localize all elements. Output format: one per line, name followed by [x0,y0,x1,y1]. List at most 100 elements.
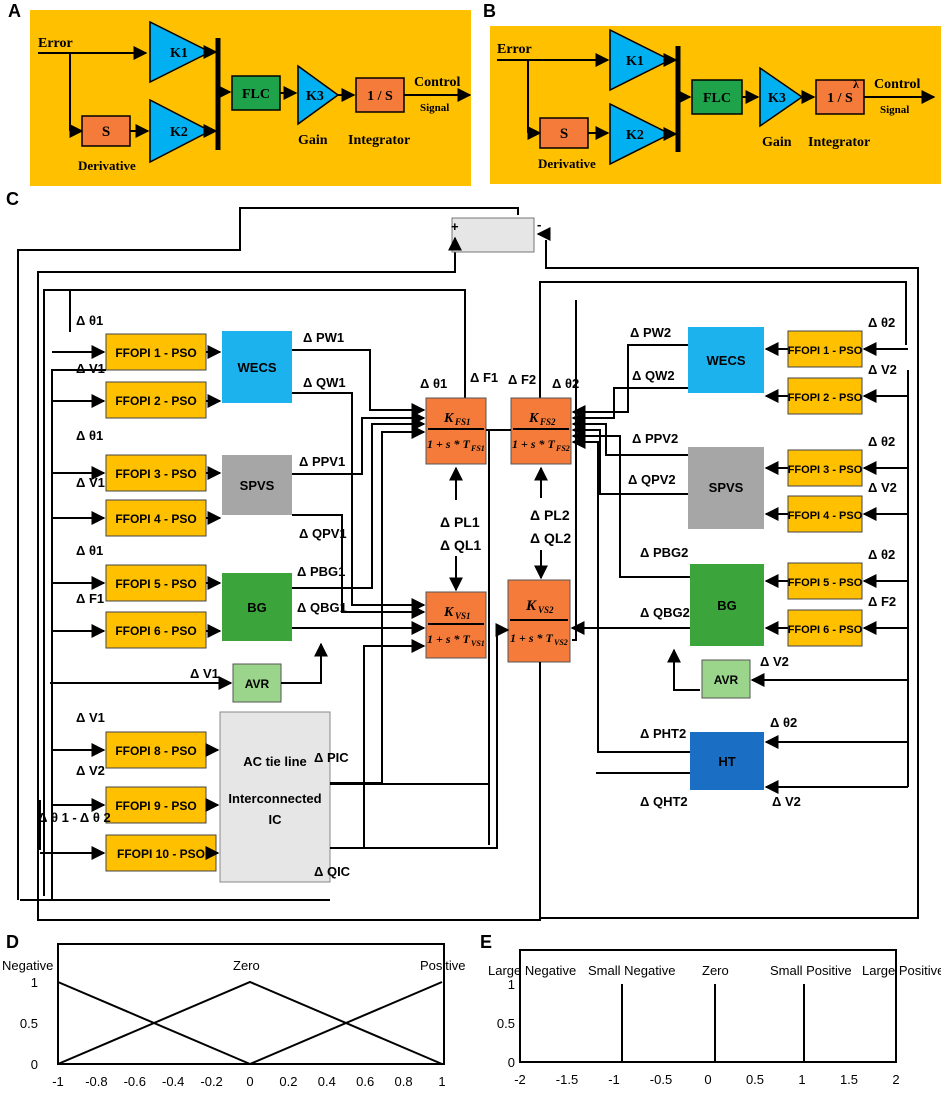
left-dqic: Δ QIC [314,864,351,879]
ffopi-right-label: FFOPI 5 - PSO [788,577,863,589]
center-df2: Δ F2 [508,372,536,387]
ffopi-left-input: Δ θ 1 - Δ θ 2 [38,810,111,825]
k2-label-b: K2 [626,128,644,143]
ffopi-left-input: Δ θ1 [76,543,103,558]
ffopi-left-input: Δ θ1 [76,313,103,328]
right-dpbg2: Δ PBG2 [640,545,688,560]
center-dpl2: Δ PL2 [530,507,570,523]
ffopi-right-input: Δ V2 [868,480,897,495]
integrator-caption-b: Integrator [808,135,870,150]
ffopi-left-input: Δ V1 [76,710,105,725]
tf-fs1-block [425,397,487,465]
avr-label-left: AVR [245,677,270,691]
derivative-caption-b: Derivative [538,156,596,171]
d-xtick-label: 0.6 [356,1074,374,1089]
ffopi-left-block [105,564,207,602]
vs1-num-sub: VS1 [455,611,471,621]
error-label-b: Error [497,42,532,57]
right-dqht2: Δ QHT2 [640,794,688,809]
signal-label-b: Signal [880,104,909,116]
fs1-den: 1 + s * T [427,437,471,451]
spvs-label-right: SPVS [709,480,744,495]
mf-positive-line [249,981,443,1065]
right-dqpv2: Δ QPV2 [628,472,676,487]
flc-label-b: FLC [703,91,731,106]
tf-fs2-block [510,397,572,465]
fs1-num-sub: FS1 [454,417,471,427]
right-dqw2: Δ QW2 [632,368,675,383]
panel-e-label: E [480,932,492,952]
ffopi-right-block [787,609,863,647]
ffopi-right-label: FFOPI 2 - PSO [788,392,863,404]
e-xtick-label: 0 [704,1072,711,1087]
ac-tie-line-text-1: AC tie line [243,754,307,769]
e-xtick-label: -0.5 [650,1072,672,1087]
fractional-integrator-label: 1 / S [827,91,853,106]
k3-gain-triangle [297,64,340,126]
ac-tie-line-text-3: IC [269,812,283,827]
ffopi-left-label: FFOPI 8 - PSO [115,744,196,758]
ffopi-left-block [105,381,207,419]
d-xtick-label: 0.4 [318,1074,336,1089]
panel-c-label: C [6,189,19,209]
ffopi-left-label: FFOPI 3 - PSO [115,467,196,481]
wecs-label-left: WECS [238,360,277,375]
ffopi-left-input: Δ V1 [76,475,105,490]
e-xtick-label: 0.5 [746,1072,764,1087]
e-ytick-label: 0 [508,1055,515,1070]
panel-e: E Large Negative Small Negative Zero Sma… [480,932,941,1087]
right-dppv2: Δ PPV2 [632,431,678,446]
ffopi-left-label: FFOPI 6 - PSO [115,624,196,638]
left-dqpv1: Δ QPV1 [299,526,347,541]
fs2-den: 1 + s * T [512,437,556,451]
bg-block-left [222,573,292,641]
right-ht-dtheta2: Δ θ2 [770,715,797,730]
e-xtick-label: -1.5 [556,1072,578,1087]
minus-sign: - [537,217,541,232]
k1-label: K1 [170,46,188,61]
d-ytick-label: 0 [31,1057,38,1072]
k2-gain-triangle-b [609,102,672,166]
ffopi-left-label: FFOPI 5 - PSO [115,577,196,591]
plus-sign: + [451,219,459,234]
vs1-num: K [443,605,455,620]
e-ytick-label: 0.5 [497,1016,515,1031]
derivative-caption: Derivative [78,158,136,173]
spvs-block-left [222,455,292,515]
d-xtick-label: -0.2 [200,1074,222,1089]
panel-d-label: D [6,932,19,952]
sing-small-negative: Small Negative [588,963,675,978]
ffopi-left-input: Δ V2 [76,763,105,778]
k3-label: K3 [306,89,324,104]
ffopi-left-label: FFOPI 9 - PSO [115,799,196,813]
signal-label: Signal [420,102,449,114]
fs1-den-sub: FS1 [470,444,485,453]
center-dpl1: Δ PL1 [440,514,480,530]
ffopi-right-block [787,377,863,415]
ffopi-left-label: FFOPI 4 - PSO [115,512,196,526]
sing-small-positive: Small Positive [770,963,852,978]
ffopi-left-block [105,333,207,371]
center-dql2: Δ QL2 [530,530,571,546]
k1-gain-triangle-b [609,28,672,92]
ffopi-left-block [105,834,217,872]
left-dpbg1: Δ PBG1 [297,564,345,579]
sing-large-positive: Large Positive [862,963,941,978]
right-dpht2: Δ PHT2 [640,726,686,741]
integrator-block-label: 1 / S [367,89,393,104]
right-dqbg2: Δ QBG2 [640,605,690,620]
e-xtick-label: 1.5 [840,1072,858,1087]
ffopi-left-block [105,786,207,824]
integrator-caption: Integrator [348,133,410,148]
panel-b: B Error S Derivative K1 K2 FLC K3 Gain 1… [483,1,941,184]
ffopi-right-block [787,330,863,368]
right-dpw2: Δ PW2 [630,325,671,340]
ffopi-right-block [787,562,863,600]
panel-a: A Error S Derivative K1 K2 FLC K3 Gain 1… [8,1,472,186]
left-dpw1: Δ PW1 [303,330,344,345]
d-xtick-label: 1 [438,1074,445,1089]
e-xtick-label: -1 [608,1072,620,1087]
right-avr-dv2: Δ V2 [760,654,789,669]
bg-label-left: BG [247,600,267,615]
center-dtheta1: Δ θ1 [420,376,447,391]
